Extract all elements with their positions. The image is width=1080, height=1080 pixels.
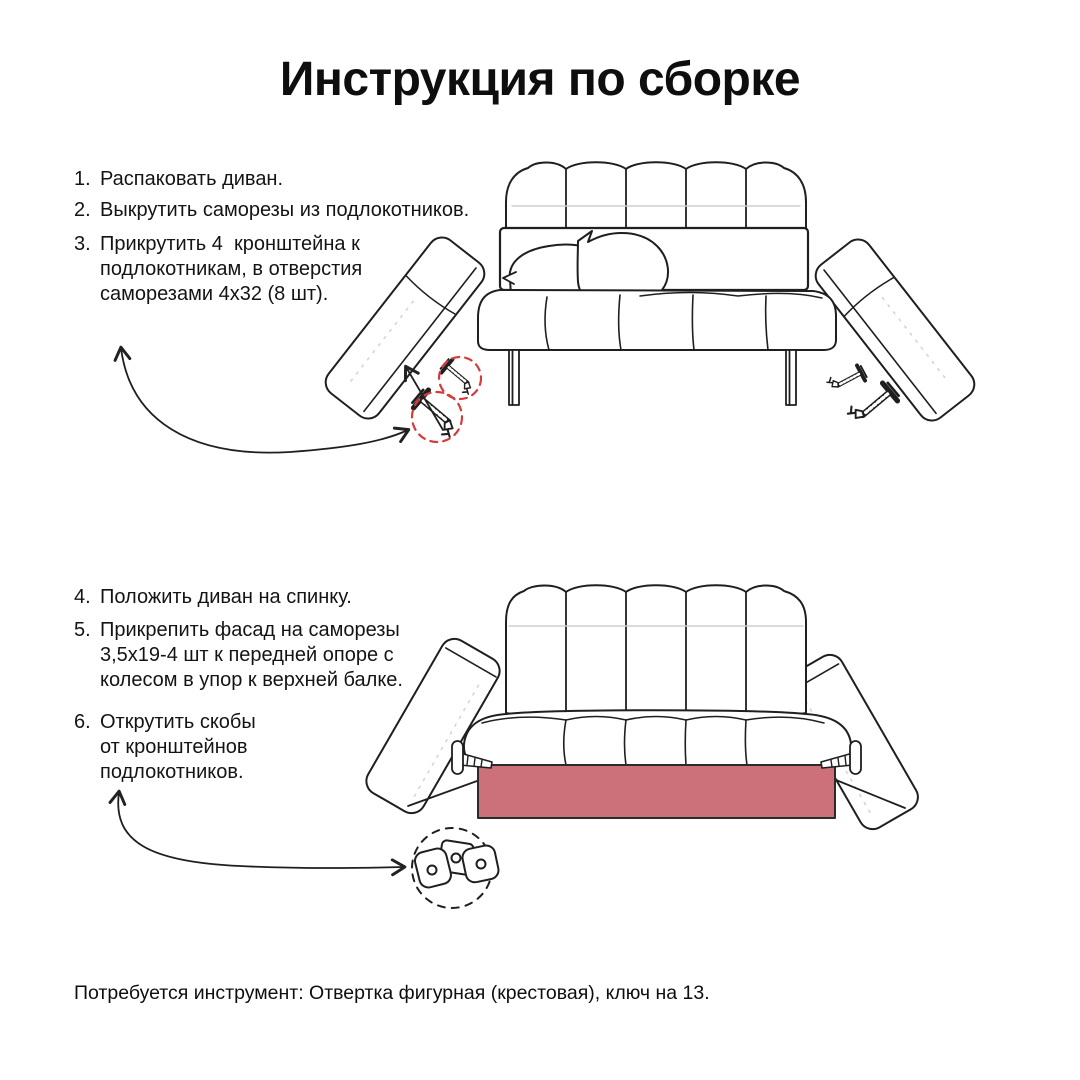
step-number: 6. (74, 711, 91, 733)
step-number: 3. (74, 233, 91, 255)
step-text: Выкрутить саморезы из подлокотников. (100, 199, 470, 221)
seat-top-wave (481, 715, 825, 724)
step-item-6: 6. Открутить скобы от кронштейнов подлок… (74, 710, 544, 785)
backrest-seams (565, 592, 747, 715)
steps-1-3: 1. Распаковать диван. 2. Выкрутить самор… (74, 167, 544, 307)
tools-note: Потребуется инструмент: Отвертка фигурна… (74, 982, 710, 1004)
pillow-left-fold (502, 271, 517, 285)
bracket-detail (411, 827, 500, 909)
backrest-tufted (505, 584, 807, 717)
screw-icon (846, 379, 901, 431)
arrow-step3-curve-icon (113, 345, 411, 454)
step-text: Прикрутить 4 кронштейна к подлокотникам,… (100, 233, 363, 305)
step-number: 1. (74, 168, 91, 190)
screw-icon (409, 387, 464, 439)
backrest-seams (565, 169, 747, 231)
screw-icon (826, 363, 868, 397)
armrest-right-detached (814, 238, 976, 422)
step-item-4: 4. Положить диван на спинку. (74, 585, 544, 610)
arrow-step6-curve-icon (108, 789, 407, 877)
sofa-step1-3-illustration (113, 161, 976, 454)
seat-seams (562, 719, 748, 766)
sofa-legs (508, 349, 797, 406)
steps-4-6: 4. Положить диван на спинку. 5. Прикрепи… (74, 585, 544, 785)
seat-top-wave (639, 291, 823, 299)
arrow-screw-to-armrest-icon (403, 364, 444, 431)
step-number: 4. (74, 586, 91, 608)
sofa-step4-6-illustration (108, 584, 919, 909)
wing-floor-edge-left (407, 780, 478, 807)
facade-panel (477, 764, 836, 819)
attention-circle-icon (410, 390, 464, 444)
step-item-2: 2. Выкрутить саморезы из подлокотников. (74, 198, 544, 223)
bracket-icon (414, 839, 500, 889)
page-title: Инструкция по сборке (279, 53, 801, 106)
step-number: 5. (74, 619, 91, 641)
seat-cushion (477, 289, 837, 351)
step-item-5: 5. Прикрепить фасад на саморезы 3,5х19-4… (74, 618, 544, 693)
step-number: 2. (74, 199, 91, 221)
step-text: Распаковать диван. (100, 168, 284, 190)
attention-circle-icon (437, 355, 483, 401)
step-text: Положить диван на спинку. (100, 586, 352, 608)
screw-left-icon (451, 740, 493, 775)
step-item-3: 3. Прикрутить 4 кронштейна к подлокотник… (74, 232, 544, 307)
step-item-1: 1. Распаковать диван. (74, 167, 544, 192)
screw-right-icon (820, 740, 862, 775)
seat-seams (544, 294, 769, 351)
step-text: Прикрепить фасад на саморезы 3,5х19-4 шт… (100, 619, 403, 691)
backrest-tufted (505, 161, 807, 234)
wing-floor-edge-right (835, 779, 906, 809)
step-text: Открутить скобы от кронштейнов подлокотн… (100, 711, 256, 783)
